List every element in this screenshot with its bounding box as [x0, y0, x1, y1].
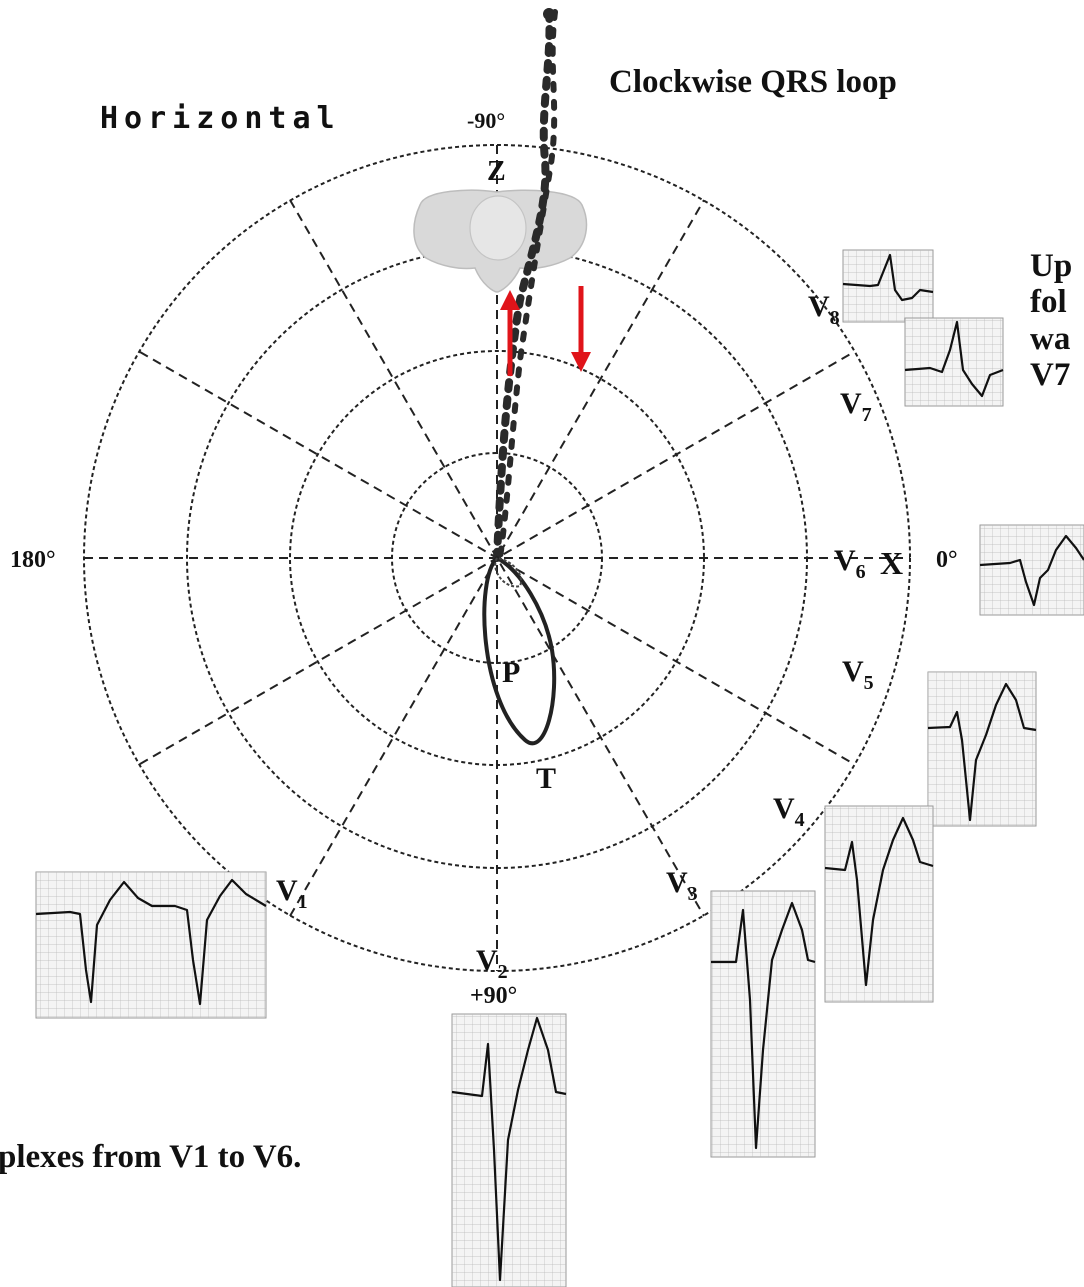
- right-note: Up fol wa V7: [1030, 248, 1072, 393]
- ecg-strip-v7: [904, 317, 1004, 407]
- ecg-strip-v2: [451, 1013, 567, 1287]
- lead-label-v1: V1: [276, 874, 308, 913]
- x-axis-label: X: [880, 545, 903, 581]
- lead-label-v7: V7: [840, 387, 872, 426]
- ecg-strip-v6: [979, 524, 1084, 616]
- lead-label-v6: V6: [834, 544, 866, 583]
- angle-bottom-label: +90°: [470, 983, 517, 1009]
- qrs-loop-label: Clockwise QRS loop: [609, 64, 897, 100]
- ecg-strip-v1: [35, 871, 267, 1019]
- ecg-strip-v8: [842, 249, 934, 323]
- right-note-line-4: V7: [1030, 357, 1070, 393]
- bottom-note: plexes from V1 to V6.: [0, 1139, 301, 1175]
- lead-label-v5: V5: [842, 655, 874, 694]
- right-note-line-1: Up: [1030, 248, 1072, 284]
- right-note-line-2: fol: [1030, 284, 1067, 320]
- lead-label-v4: V4: [773, 792, 805, 831]
- ecg-strip-v3: [710, 890, 816, 1158]
- lead-labels: V1 V2 V3 V4 V5 V6 V7 V8: [276, 290, 874, 983]
- direction-arrows: [500, 286, 591, 376]
- p-label: P: [502, 656, 520, 689]
- t-loop: [482, 555, 557, 746]
- lead-label-v3: V3: [666, 866, 698, 905]
- angle-top-label: -90°: [467, 108, 505, 133]
- plane-title: Horizontal: [100, 101, 341, 136]
- angle-right-label: 0°: [936, 547, 958, 573]
- z-axis-label: Z: [487, 156, 506, 187]
- right-note-line-3: wa: [1030, 321, 1070, 357]
- torso-figure: [413, 189, 588, 293]
- ecg-strip-v4: [824, 805, 934, 1003]
- angle-left-label: 180°: [10, 547, 56, 573]
- lead-label-v2: V2: [476, 944, 508, 983]
- lead-label-v8: V8: [808, 290, 840, 329]
- qrs-loop: [493, 8, 558, 562]
- ecg-strip-v5: [927, 671, 1037, 827]
- t-label: T: [536, 762, 556, 795]
